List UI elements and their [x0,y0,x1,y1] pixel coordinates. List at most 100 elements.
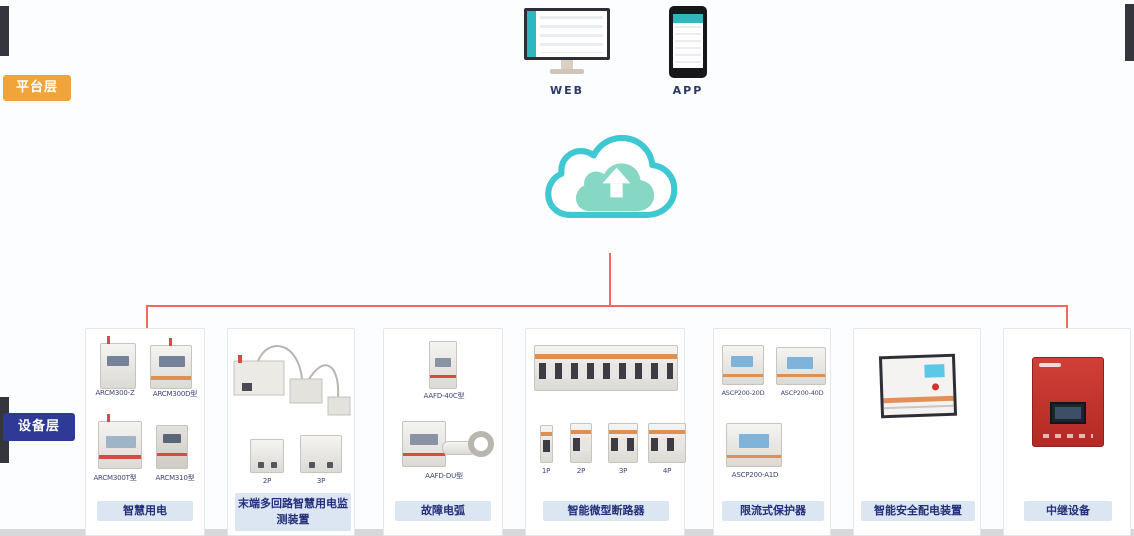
device-screen [410,434,438,445]
device-image [300,435,342,473]
device-stripe [430,375,456,378]
card-title-chip: 智能安全配电装置 [861,501,975,521]
connector-bus [146,305,1068,307]
device-image [648,423,686,463]
device-screen [435,358,451,367]
connector-drop-left [146,305,148,329]
device-stripe [403,453,445,456]
device-card-multi-circuit: 2P 3P 末端多回路智慧用电监测装置 [227,328,355,536]
cabinet-indicator [931,383,940,391]
card-title-chip: 智慧用电 [97,501,193,521]
device-image [722,345,764,385]
breaker-toggles [543,440,550,452]
relay-device-image [1032,357,1104,447]
breaker-toggles [651,438,683,451]
app-label: APP [672,84,704,97]
device-screen [159,356,185,367]
breaker-strip [534,345,678,391]
device-image [570,423,592,463]
device-image [250,439,284,473]
terminal-dot [309,462,315,468]
device-image [540,425,553,463]
device-screen [739,434,769,448]
product-label: ARCM300-Z [95,389,135,397]
breaker-toggles [573,438,589,451]
phone-header-bar [673,14,703,23]
antenna [107,336,110,344]
device-stripe [649,430,685,434]
smartphone-icon [669,6,707,78]
distribution-cabinet-image [878,353,958,419]
device-card-relay: 中继设备 [1003,328,1131,536]
device-stripe [609,430,637,434]
phone-screen [673,14,703,68]
cabinet-stripe [883,395,954,404]
monitor-sidebar [527,11,536,57]
terminal-dot [271,462,277,468]
terminal-dot [327,462,333,468]
product-label: ARCM300T型 [93,474,137,482]
product-label: 3P [618,467,628,475]
device-stripe [99,455,141,459]
device-image [100,336,136,389]
device-stripe [777,374,825,377]
monitor-icon [524,8,610,60]
device-card-current-limit-protector: ASCP200-20D ASCP200-40D ASCP200-A1D 限流式保… [713,328,831,536]
breaker-toggles [539,363,673,379]
connector-drop-right [1066,305,1068,329]
antenna [107,414,110,422]
product-label: 2P [262,477,272,485]
monitor-stand-neck [561,60,573,69]
product-label: 4P [662,467,672,475]
device-image [608,423,638,463]
device-card-fault-arc: AAFD-40C型 AAFD-DU型 故障电弧 [383,328,503,536]
device-screen [1050,402,1086,424]
antenna [169,338,172,346]
product-label: ASCP200-40D [780,389,824,397]
product-label: 2P [576,467,586,475]
device-image [156,425,188,469]
wired-sensor-assembly [233,345,351,416]
platform-layer-badge: 平台层 [3,75,71,101]
device-card-smart-power: ARCM300-Z ARCM300D型 ARCM300T型 ARCM310型 智… [85,328,205,536]
device-stripe [157,453,187,456]
breaker-strip-band [535,354,677,359]
product-label: AAFD-DU型 [425,472,463,480]
connector-stem [609,253,611,306]
cloud-upload-icon [545,134,678,218]
product-label: ARCM310型 [155,474,195,482]
ct-ring [468,431,494,457]
device-stripe [723,374,763,377]
product-label: ASCP200-A1D [731,471,779,479]
right-edge-mark-top [1125,4,1134,61]
phone-screen-content [675,26,701,66]
device-image [98,414,142,469]
device-image [776,347,826,385]
product-label: AAFD-40C型 [423,392,465,400]
card-title-chip: 智能微型断路器 [543,501,669,521]
terminal-dot [258,462,264,468]
device-image [726,423,782,467]
cabinet-screen [924,364,945,378]
device-image [150,338,192,389]
product-label: 1P [541,467,551,475]
web-label: WEB [549,84,585,97]
monitor-stand-base [550,69,584,74]
device-screen [731,356,753,367]
device-layer-badge: 设备层 [3,413,75,441]
card-title-chip: 末端多回路智慧用电监测装置 [235,493,351,531]
device-stripe [727,455,781,458]
device-buttons [1043,434,1093,438]
device-screen [163,434,181,443]
device-image [402,421,446,467]
device-stripe [541,432,552,436]
device-card-smart-breaker: 1P 2P 3P 4P 智能微型断路器 [525,328,686,536]
device-screen [107,356,129,366]
breaker-toggles [611,438,635,451]
device-card-safe-distribution: 智能安全配电装置 [853,328,981,536]
card-title-chip: 限流式保护器 [722,501,824,521]
card-title-chip: 中继设备 [1024,501,1112,521]
left-edge-mark-top [0,6,9,56]
device-stripe [571,430,591,434]
